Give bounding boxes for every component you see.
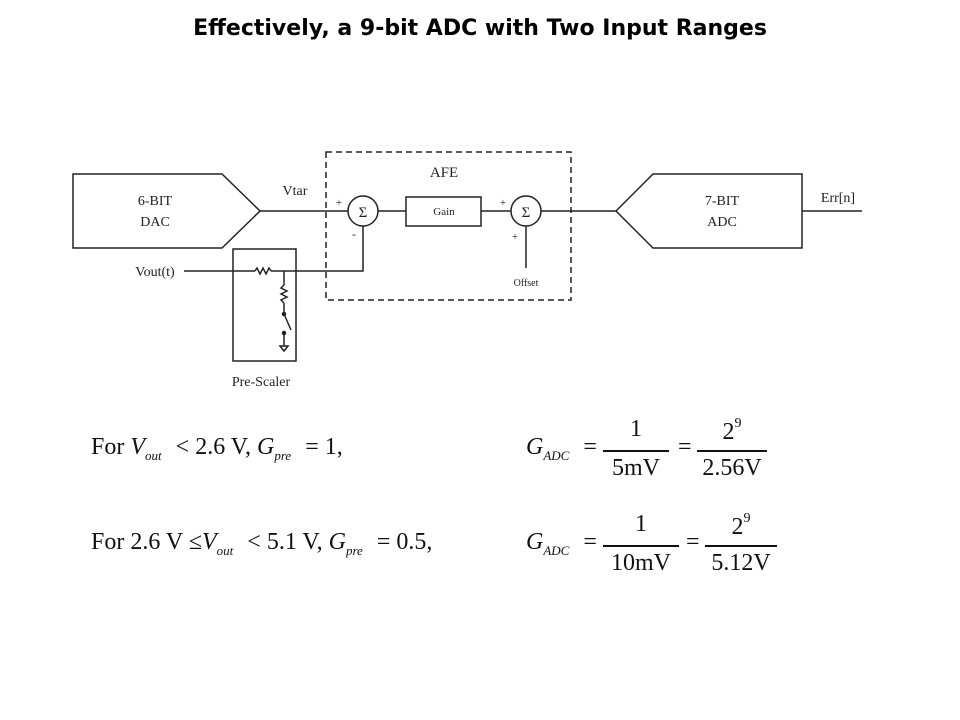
- fraction-4-numerator: 29: [705, 511, 777, 541]
- fraction-1-denominator: 5mV: [612, 455, 660, 481]
- adc-label-line2: ADC: [707, 215, 737, 230]
- sum2-plus-sign-bottom: +: [512, 231, 518, 243]
- for-text: For: [91, 529, 125, 555]
- adc-block: [614, 173, 803, 249]
- equals-operator-2: =: [678, 434, 692, 460]
- afe-label: AFE: [430, 165, 458, 181]
- gain-value: 0.5,: [396, 529, 433, 555]
- g-subscript: ADC: [543, 543, 570, 558]
- vout-label: Vout(t): [135, 265, 175, 280]
- prescaler-box: [232, 248, 297, 362]
- offset-label: Offset: [514, 278, 539, 289]
- equals-operator: =: [583, 434, 597, 460]
- less-equal-operator: ≤: [188, 529, 202, 555]
- threshold-value: 2.6 V,: [195, 434, 251, 460]
- fraction-4-bar: [705, 545, 777, 547]
- dac-label-line2: DAC: [140, 215, 170, 230]
- fraction-3-denominator: 10mV: [611, 550, 671, 576]
- vout-to-sum1-wire: [271, 226, 364, 272]
- fraction-2-denominator: 2.56V: [702, 455, 762, 481]
- exponent: 9: [743, 511, 751, 526]
- g-subscript: ADC: [543, 448, 570, 463]
- equals-operator-4: =: [686, 529, 700, 555]
- gadc-equation-2-lhs: GADC =: [526, 529, 597, 559]
- g-symbol: G: [328, 529, 346, 555]
- adc-label-line1: 7-BIT: [705, 194, 740, 209]
- condition-equation-2: For 2.6 V ≤Vout < 5.1 V, Gpre = 0.5,: [91, 529, 432, 559]
- lower-bound: 2.6 V: [130, 529, 183, 555]
- fraction-2-bar: [697, 450, 767, 452]
- shunt-resistor: [279, 284, 289, 304]
- equals-operator: =: [376, 529, 391, 555]
- prescaler-label: Pre-Scaler: [232, 375, 291, 390]
- v-symbol: V: [130, 434, 146, 460]
- sum1-symbol: Σ: [359, 205, 368, 221]
- sum1-minus-sign: -: [352, 227, 356, 241]
- exponent: 9: [734, 416, 742, 431]
- sum2-plus-sign-left: +: [500, 197, 506, 209]
- gadc-equation-1-lhs: GADC =: [526, 434, 597, 464]
- dac-label-line1: 6-BIT: [138, 194, 173, 209]
- equals-operator: =: [583, 529, 597, 555]
- slide-title: Effectively, a 9-bit ADC with Two Input …: [193, 16, 767, 41]
- for-text: For: [91, 434, 125, 460]
- fraction-3-bar: [603, 545, 679, 547]
- fraction-3-numerator: 1: [635, 511, 647, 537]
- g-symbol: G: [257, 434, 275, 460]
- afe-boundary: [325, 151, 572, 301]
- less-than-operator: <: [175, 434, 190, 460]
- gain-value: 1,: [324, 434, 343, 460]
- condition-equation-1: For Vout < 2.6 V, Gpre = 1,: [91, 434, 343, 464]
- v-symbol: V: [201, 529, 217, 555]
- sum2-symbol: Σ: [522, 205, 531, 221]
- v-subscript: out: [216, 543, 234, 558]
- fraction-2-numerator: 29: [697, 416, 767, 446]
- ground-icon: [278, 345, 290, 353]
- g-symbol: G: [526, 434, 544, 460]
- fraction-1-numerator: 1: [630, 416, 642, 442]
- g-subscript: pre: [345, 543, 363, 558]
- fraction-1-bar: [603, 450, 669, 452]
- fraction-4-denominator: 5.12V: [711, 550, 771, 576]
- g-subscript: pre: [274, 448, 292, 463]
- switch-blade: [283, 313, 292, 331]
- less-than-operator: <: [247, 529, 261, 555]
- gain-label: Gain: [433, 206, 455, 218]
- equals-operator: =: [305, 434, 319, 460]
- err-label: Err[n]: [821, 191, 855, 206]
- dac-block: [72, 173, 262, 249]
- sum1-plus-sign: +: [336, 197, 342, 209]
- base: 2: [731, 514, 744, 540]
- threshold-value: 5.1 V,: [266, 529, 323, 555]
- g-symbol: G: [526, 529, 544, 555]
- v-subscript: out: [145, 448, 162, 463]
- base: 2: [722, 419, 735, 445]
- vtar-label: Vtar: [283, 184, 308, 199]
- series-resistor: [254, 266, 272, 276]
